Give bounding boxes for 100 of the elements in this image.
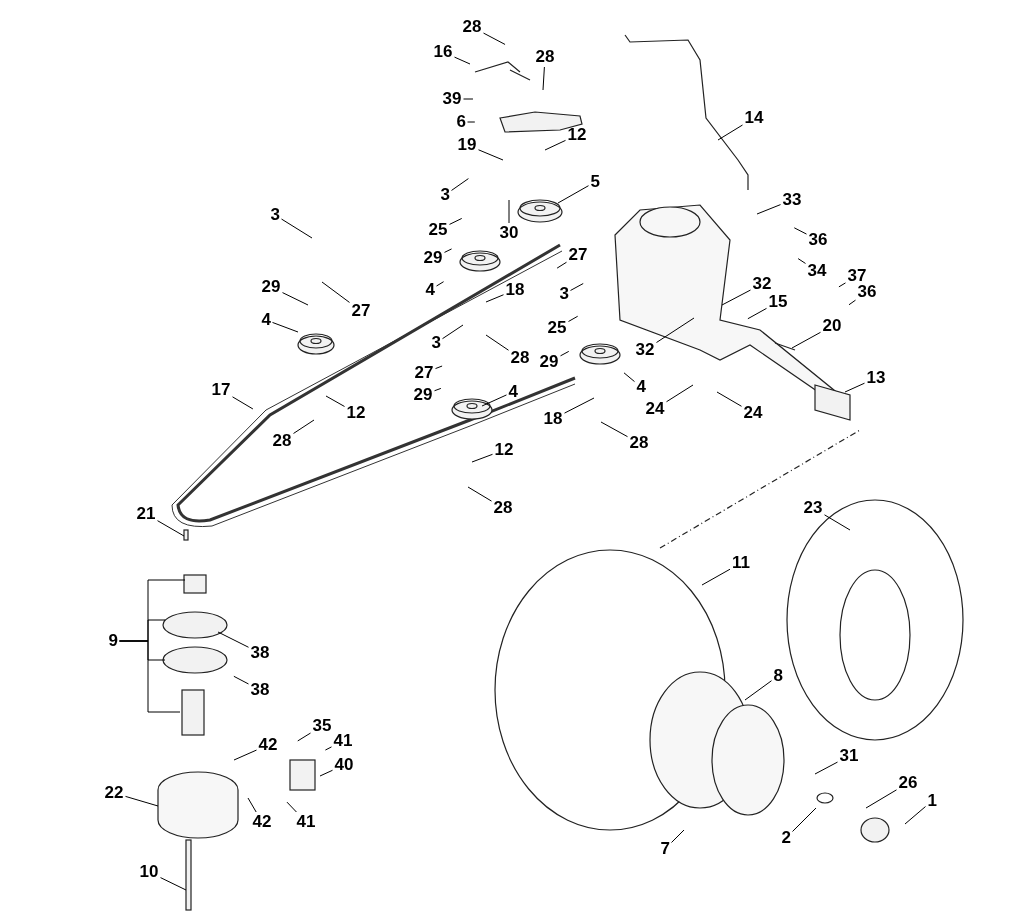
leader-line [623,372,635,383]
leader-line [600,421,628,438]
leader-line [483,32,506,45]
leader-line [272,321,299,333]
leader-line [797,258,806,264]
callout-number: 28 [535,48,555,66]
callout-number: 30 [499,224,519,242]
leader-line [478,149,504,161]
callout-number: 25 [547,319,567,337]
callout-number: 40 [334,756,354,774]
callout-number: 12 [346,404,366,422]
leader-line [848,299,856,306]
leader-line [449,217,463,225]
callout-number: 34 [807,262,827,280]
callout-number: 20 [822,317,842,335]
leader-line [444,248,453,253]
callout-number: 29 [539,353,559,371]
leader-line [451,178,469,191]
leader-line [716,391,742,407]
callout-number: 33 [782,191,802,209]
leader-line [756,204,781,215]
callout-number: 27 [414,364,434,382]
callout-number: 29 [413,386,433,404]
leader-line [454,56,471,65]
leader-line [824,514,851,531]
callout-number: 27 [351,302,371,320]
leader-line [570,283,584,291]
callout-number: 3 [559,285,569,303]
callout-number: 29 [423,249,443,267]
callout-number: 31 [839,747,859,765]
leader-line [701,568,731,586]
callout-number: 27 [568,246,588,264]
leader-line [721,289,751,306]
callout-number: 12 [567,126,587,144]
leader-line [485,334,509,351]
callout-number: 3 [431,334,441,352]
callout-number: 9 [108,632,118,650]
leader-line [865,789,897,809]
leader-line [325,395,345,407]
callout-number: 19 [457,136,477,154]
leader-line [557,185,589,204]
leader-line [297,732,311,742]
callout-number: 28 [629,434,649,452]
leader-line [485,294,504,303]
callout-number: 29 [261,278,281,296]
callout-number: 2 [781,829,791,847]
leader-line [233,675,249,685]
callout-number: 39 [442,90,462,108]
callout-number: 41 [296,813,316,831]
callout-number: 21 [136,505,156,523]
leader-line [544,139,566,151]
callout-number: 17 [211,381,231,399]
callout-number: 32 [635,341,655,359]
leader-line [508,199,510,224]
leader-line [560,350,570,357]
callout-number: 36 [857,283,877,301]
leader-line [793,227,807,235]
leader-line [844,382,865,393]
callout-number: 4 [261,311,271,329]
leader-line [125,795,159,807]
leader-line [232,396,254,410]
leader-line [321,281,350,303]
leader-line [568,315,579,322]
leader-line [119,640,181,713]
leader-line [463,98,474,100]
leader-line [157,520,185,537]
leader-line [160,877,187,891]
callout-number: 26 [898,774,918,792]
callout-number: 5 [590,173,600,191]
leader-line [904,806,926,825]
callout-number: 28 [462,18,482,36]
leader-line [471,453,493,463]
callout-number: 42 [252,813,272,831]
leader-line [434,387,442,392]
callout-number: 16 [433,43,453,61]
callout-number: 8 [773,667,783,685]
leader-line [293,419,315,434]
callout-number: 42 [258,736,278,754]
callout-number: 7 [660,840,670,858]
leader-line [814,761,838,775]
leader-line [442,324,464,340]
callout-number: 37 [847,267,867,285]
leader-line [744,680,772,701]
leader-line [217,631,249,648]
callout-number: 22 [104,784,124,802]
leader-line [436,281,445,287]
callout-number: 13 [866,369,886,387]
callout-number: 3 [270,206,280,224]
callout-number: 15 [768,293,788,311]
leader-line [324,746,332,751]
leader-line [467,121,476,123]
callout-number: 11 [732,554,750,572]
callout-number: 12 [494,441,514,459]
leader-line [671,829,685,843]
leader-line [319,769,333,777]
leader-line [792,807,817,832]
leader-line [666,384,694,403]
leader-line [542,66,545,91]
callout-number: 6 [456,113,466,131]
callout-number: 14 [744,109,764,127]
